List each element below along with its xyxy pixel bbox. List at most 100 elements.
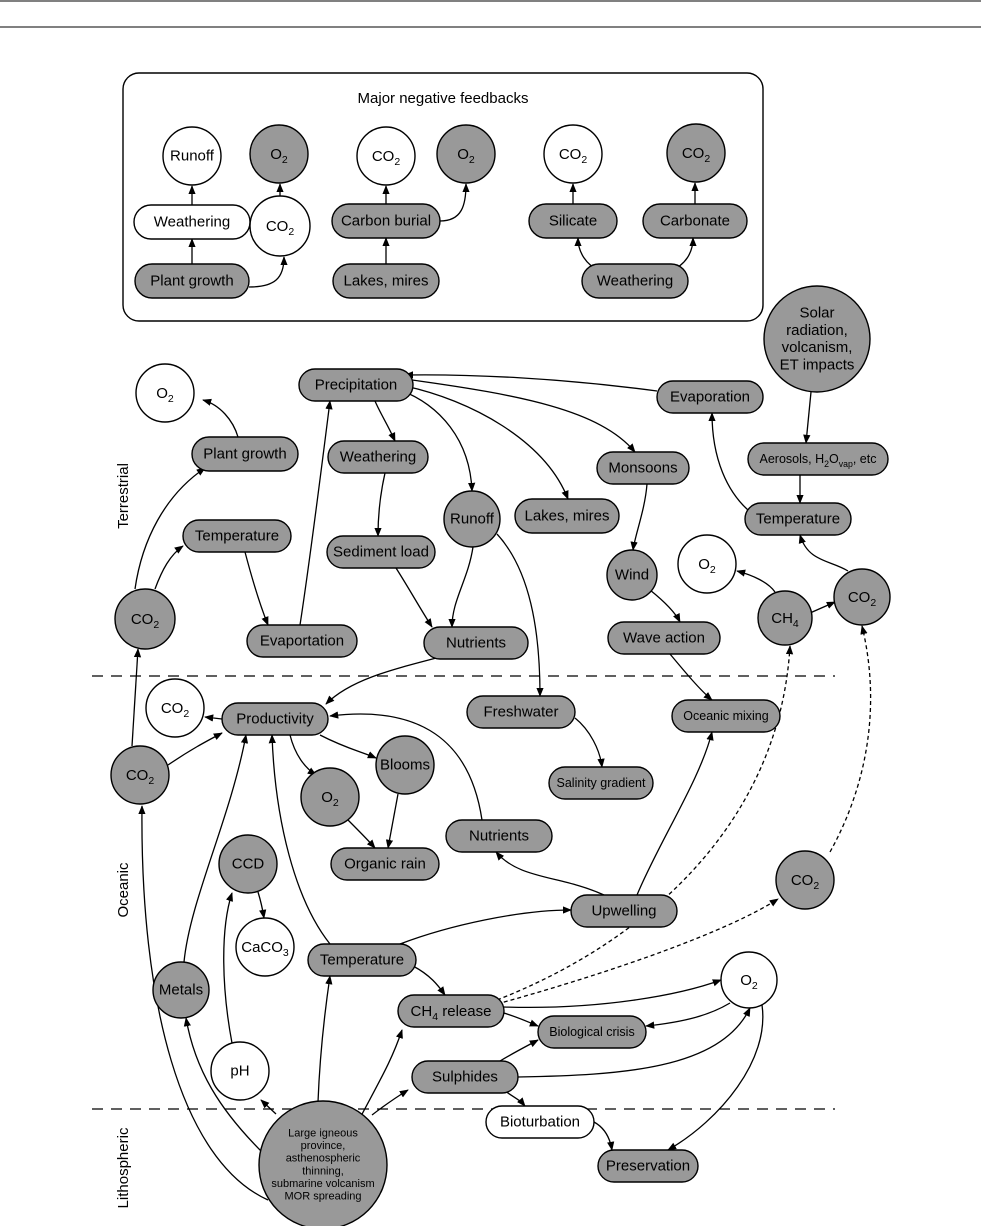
negative-feedbacks-title: Major negative feedbacks: [358, 90, 529, 107]
node-o2-t1: O2: [135, 363, 195, 423]
node-fb-co2-c: CO2: [543, 124, 603, 184]
node-shape: [744, 502, 852, 536]
node-ch4-release: CH4 release: [397, 994, 505, 1028]
node-label: Lakes, mires: [343, 273, 428, 290]
node-label: radiation,: [786, 322, 848, 339]
arrow-co2-o2-to-productivity: [167, 732, 223, 766]
node-evaporation-l: Evaportation: [246, 624, 358, 658]
node-shape: [258, 1100, 388, 1226]
arrow-co2-to-plant: [134, 467, 206, 590]
node-shape: [671, 699, 781, 733]
node-label: Upwelling: [591, 903, 656, 920]
arrow-evaporation-to-precipitation: [404, 371, 658, 392]
node-aerosols: Aerosols, H2Ovap, etc: [747, 442, 889, 476]
node-label: Carbon burial: [341, 213, 431, 230]
arrow-temperature-r-from-co2: [798, 534, 849, 572]
node-label: CO2: [161, 700, 190, 721]
arrow-wind-to-wave: [649, 589, 681, 623]
node-shape: [249, 124, 309, 184]
node-fb-lakes-mires: Lakes, mires: [332, 263, 440, 299]
node-shape: [298, 368, 414, 402]
arrow-temperature-o-to-productivity: [268, 734, 331, 945]
node-fb-carbonate: Carbonate: [642, 203, 748, 239]
node-label: Biological crisis: [549, 1025, 634, 1039]
arrow-sediment-to-nutrients: [395, 567, 433, 628]
node-shape: [327, 440, 429, 474]
arrow-blooms-to-organic: [385, 793, 399, 849]
node-precipitation: Precipitation: [298, 368, 414, 402]
node-label: Evaporation: [670, 389, 750, 406]
node-fb-co2-d: CO2: [666, 123, 726, 183]
node-label: Oceanic mixing: [683, 709, 768, 723]
node-shape: [757, 590, 813, 646]
node-label: Wave action: [623, 630, 705, 647]
node-shape: [443, 490, 501, 548]
arrow-fb-burial-to-o2: [439, 183, 470, 222]
node-label: Carbonate: [660, 213, 730, 230]
node-shape: [356, 126, 416, 186]
node-shape: [307, 943, 417, 977]
node-label: Freshwater: [483, 704, 558, 721]
node-label: Temperature: [756, 511, 840, 528]
arrow-co2-o2-to-co2-t1: [131, 648, 142, 747]
arrow-sulphides-to-bioturbation: [504, 1090, 526, 1107]
node-shape: [548, 766, 654, 800]
node-nutrients-o: Nutrients: [445, 819, 553, 853]
node-label: Large igneous: [288, 1127, 358, 1139]
node-label: Precipitation: [315, 377, 398, 394]
node-sediment-load: Sediment load: [326, 535, 436, 569]
node-label: Runoff: [450, 511, 495, 528]
arrow-fb-plant-to-co2: [248, 256, 288, 288]
node-label: thinning,: [302, 1165, 344, 1177]
node-co2-o3: CO2: [775, 850, 835, 910]
node-shape: [528, 203, 618, 239]
arrow-nutrients-to-productivity: [325, 656, 441, 705]
arrow-bioturbation-to-preservation: [593, 1121, 615, 1151]
node-fb-silicate: Silicate: [528, 203, 618, 239]
node-fb-carbon-burial: Carbon burial: [331, 203, 441, 239]
zone-label-oceanic: Oceanic: [115, 862, 132, 918]
node-label: CO2: [266, 218, 295, 239]
arrow-ch4-release-to-o2: [503, 979, 722, 1009]
arrow-upwelling-to-mixing: [636, 731, 714, 896]
arrow-evaporation-to-precip-up: [299, 400, 333, 626]
arrow-monsoons-to-wind: [630, 483, 648, 551]
node-shape: [114, 588, 176, 650]
node-temperature-o: Temperature: [307, 943, 417, 977]
node-lakes-mires: Lakes, mires: [514, 498, 620, 534]
arrow-temperature-o-to-ch4: [412, 965, 446, 996]
node-upwelling: Upwelling: [570, 894, 678, 928]
node-shape: [375, 735, 435, 795]
node-label: O2: [698, 556, 716, 577]
node-shape: [246, 624, 358, 658]
node-label: Sediment load: [333, 544, 429, 561]
node-shape: [134, 263, 250, 299]
node-shape: [747, 442, 889, 476]
node-fb-runoff: Runoff: [162, 126, 222, 186]
node-label: Solar: [799, 305, 834, 322]
node-shape: [763, 285, 871, 393]
arrow-lip-to-ph: [260, 1099, 277, 1115]
node-ccd: CCD: [218, 834, 278, 894]
node-label: CO2: [682, 145, 711, 166]
node-label: Weathering: [154, 214, 230, 231]
arrow-freshwater-to-salinity: [574, 717, 605, 768]
node-runoff: Runoff: [443, 490, 501, 548]
node-shape: [300, 767, 360, 827]
arrow-nutrients-o-to-productivity: [329, 711, 483, 821]
node-label: province,: [301, 1140, 346, 1152]
node-shape: [332, 263, 440, 299]
node-label: CO2: [131, 611, 160, 632]
node-co2-o1: CO2: [145, 678, 205, 738]
node-shape: [677, 534, 737, 594]
node-label: O2: [457, 146, 475, 167]
node-label: pH: [230, 1063, 249, 1080]
node-label: Runoff: [170, 148, 215, 165]
node-label: O2: [321, 789, 339, 810]
arrow-co2-o3-to-co2-t2-dashed: [829, 625, 872, 853]
node-shape: [720, 951, 778, 1009]
arrow-ph-to-ccd: [223, 892, 233, 1044]
